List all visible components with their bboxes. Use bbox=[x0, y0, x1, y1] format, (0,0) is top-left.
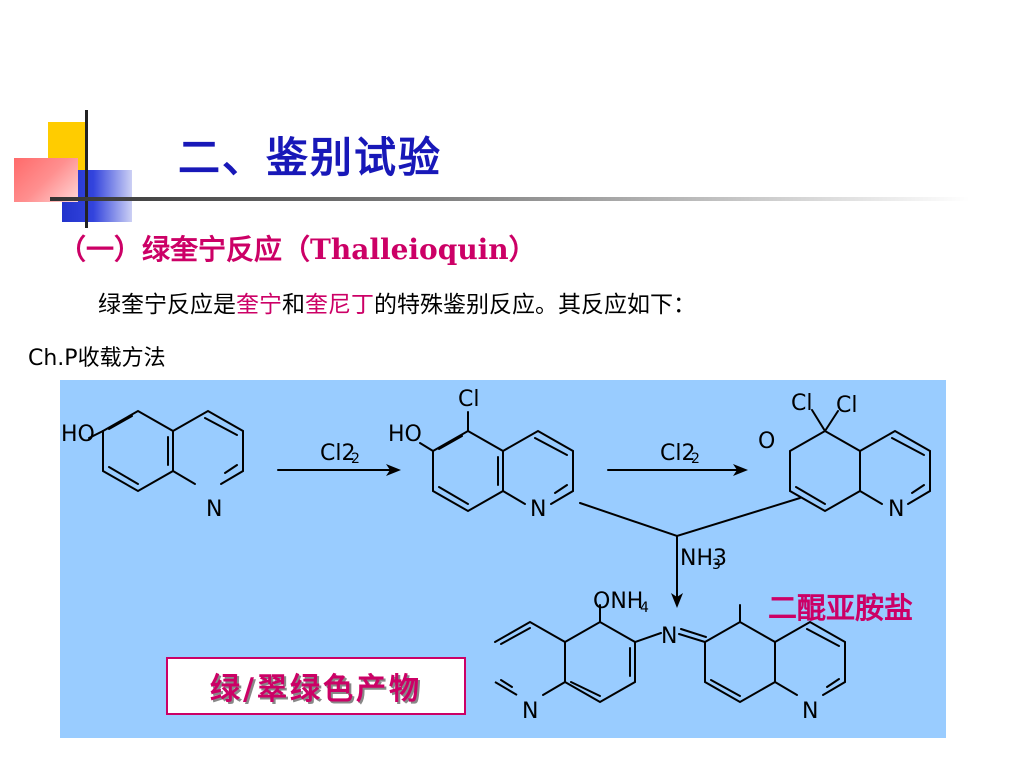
label-diquinone-imine-salt: 二醌亚胺盐 bbox=[768, 591, 914, 625]
molecule-dichloro-quinolinone bbox=[789, 409, 931, 513]
label-sub-2-a: 2 bbox=[351, 451, 360, 467]
decor-vertical-line bbox=[85, 110, 88, 228]
molecule-chloro-hydroxyquinoline bbox=[419, 411, 574, 513]
intro-highlight-quinidine: 奎尼丁 bbox=[305, 292, 374, 318]
converging-lines bbox=[579, 497, 801, 538]
intro-part-3: 的特殊鉴别反应。其反应如下： bbox=[374, 292, 696, 318]
arrow-3-head bbox=[671, 593, 683, 608]
label-n-2: N bbox=[530, 497, 546, 522]
label-ho-1: HO bbox=[61, 422, 95, 447]
label-n-4: N bbox=[522, 699, 538, 724]
molecule-product-right bbox=[678, 604, 846, 704]
arrow-2-head bbox=[733, 464, 748, 476]
label-sub-2-b: 2 bbox=[691, 451, 700, 467]
label-n-5: N bbox=[802, 699, 818, 724]
source-latin: Ch.P bbox=[28, 346, 78, 371]
decor-horizontal-line bbox=[50, 197, 970, 201]
source-text: 收载方法 bbox=[77, 346, 166, 371]
label-n-bridge: N bbox=[661, 624, 677, 649]
reaction-scheme-diagram: HO N Cl2 HO Cl N Cl2 Cl Cl O N NH3 ONH N… bbox=[61, 387, 931, 724]
label-n-1: N bbox=[206, 497, 222, 522]
intro-part-1: 绿奎宁反应是 bbox=[98, 292, 236, 318]
source-note: Ch.P收载方法 bbox=[28, 340, 166, 372]
arrow-1-head bbox=[386, 464, 401, 476]
label-sub-3: 3 bbox=[712, 557, 721, 573]
label-ho-2: HO bbox=[388, 422, 422, 447]
label-n-3: N bbox=[888, 497, 904, 522]
label-o: O bbox=[758, 429, 775, 454]
molecule-product-left bbox=[494, 604, 662, 704]
label-onh4: ONH bbox=[593, 589, 643, 614]
label-green-product: 绿/翠绿色产物 bbox=[210, 672, 422, 707]
product-box: 绿/翠绿色产物 bbox=[166, 657, 466, 715]
molecule-hydroxyquinoline bbox=[88, 409, 244, 493]
label-sub-4: 4 bbox=[640, 600, 649, 616]
section-subtitle: （一）绿奎宁反应（Thalleioquin） bbox=[58, 233, 537, 266]
label-cl-1: Cl bbox=[458, 387, 479, 412]
label-reagent-nh3: NH3 bbox=[680, 546, 727, 571]
label-cl-2: Cl bbox=[791, 391, 812, 416]
intro-part-2: 和 bbox=[282, 292, 305, 318]
intro-text: 绿奎宁反应是奎宁和奎尼丁的特殊鉴别反应。其反应如下： bbox=[98, 285, 696, 319]
label-cl-3: Cl bbox=[836, 393, 857, 418]
intro-highlight-quinine: 奎宁 bbox=[236, 292, 282, 318]
slide-title: 二、鉴别试验 bbox=[178, 133, 443, 182]
label-reagent-cl2-b: Cl2 bbox=[660, 441, 695, 466]
label-reagent-cl2-a: Cl2 bbox=[320, 441, 355, 466]
decor-red-square bbox=[14, 158, 78, 202]
